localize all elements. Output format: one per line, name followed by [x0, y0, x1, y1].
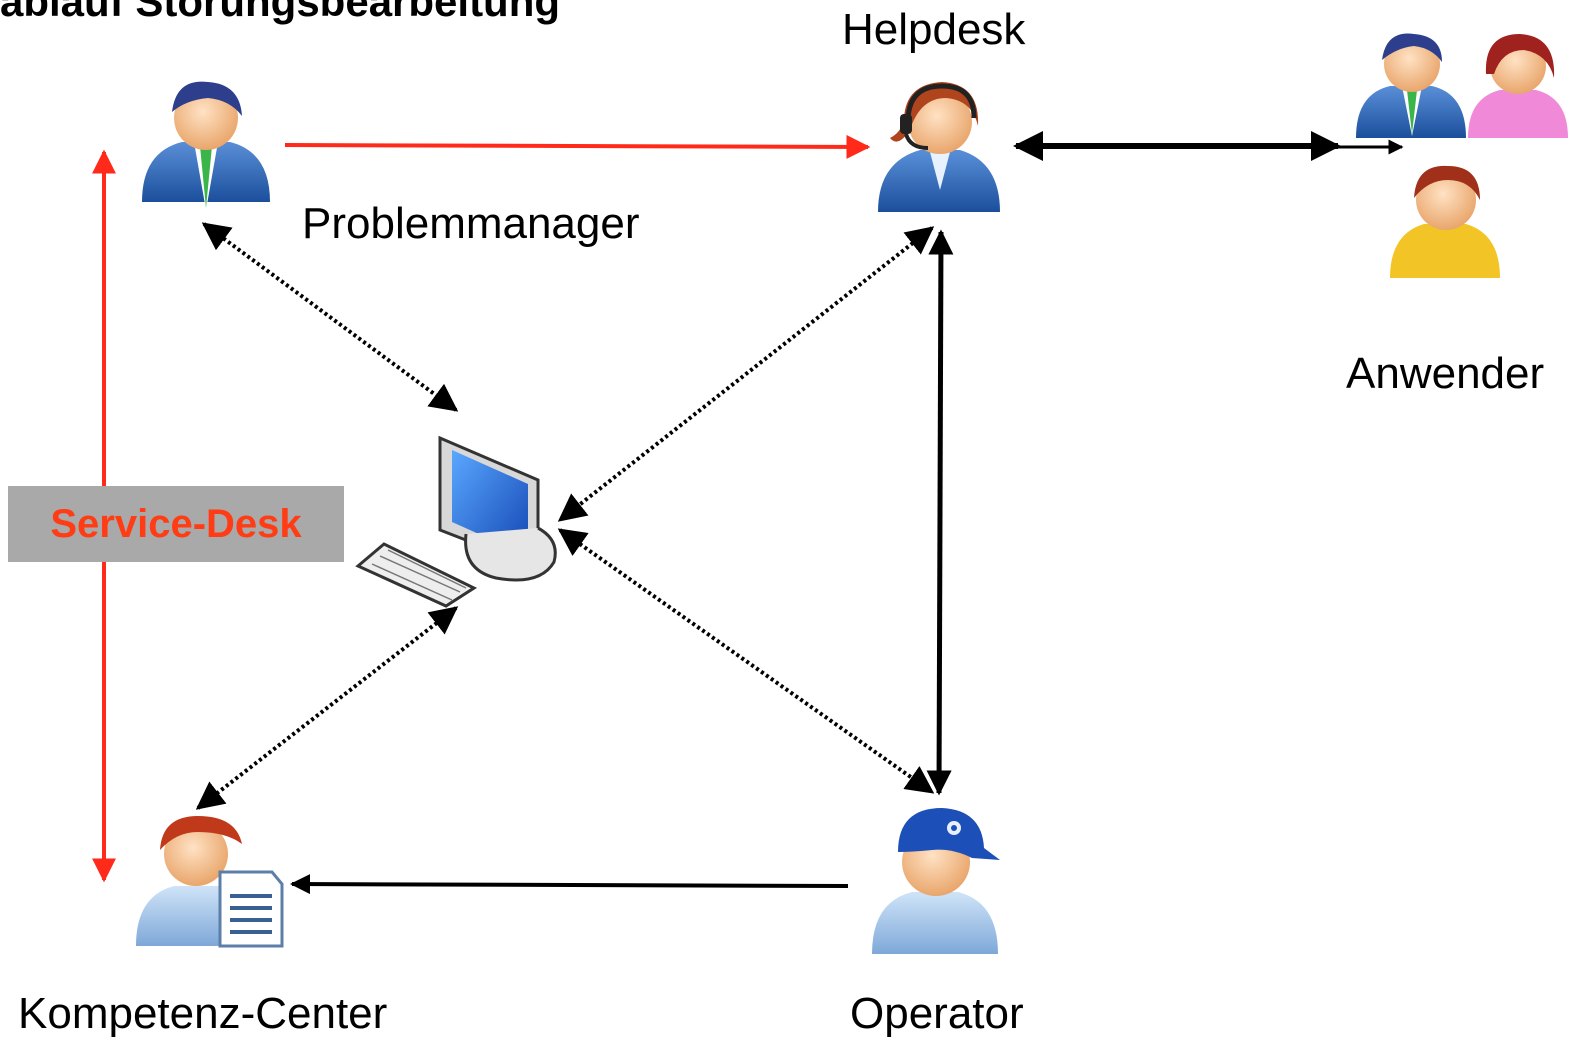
businessman-tie-icon [142, 81, 270, 210]
arrow-problemmanager-helpdesk [284, 134, 871, 159]
anwender-label: Anwender [1346, 349, 1545, 398]
diagram-title: ablauf Störungsbearbeitung [0, 0, 561, 25]
dotted-arrow-helpdesk-computer [557, 226, 935, 522]
dotted-arrow-computer-kompetenz [195, 606, 459, 810]
person-document-icon [136, 816, 284, 948]
headset-agent-icon [878, 82, 1000, 212]
arrow-operator-kompetenz [290, 874, 849, 895]
user-group-icon [1356, 33, 1568, 278]
arrow-helpdesk-operator [926, 229, 954, 796]
kompetenz-center-label: Kompetenz-Center [18, 989, 388, 1038]
problemmanager-label: Problemmanager [302, 199, 640, 248]
person-cap-icon [872, 808, 1000, 954]
service-desk-box: Service-Desk [8, 486, 344, 562]
operator-label: Operator [850, 989, 1024, 1038]
desktop-computer-icon [355, 435, 557, 608]
dotted-arrow-computer-operator [557, 528, 935, 794]
service-desk-label: Service-Desk [50, 501, 302, 546]
dotted-arrow-problemmanager-computer [201, 222, 459, 412]
helpdesk-label: Helpdesk [842, 5, 1026, 54]
